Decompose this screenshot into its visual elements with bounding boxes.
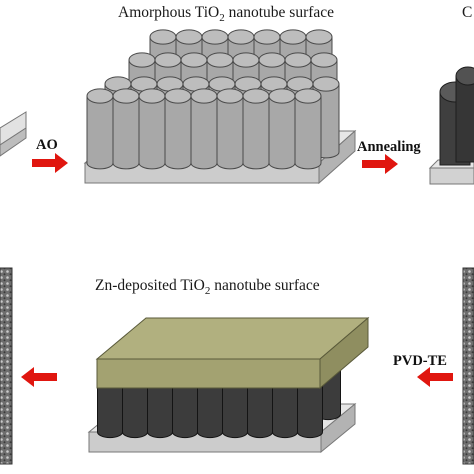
nanotube [294,95,322,170]
amorphous-surface-title: Amorphous TiO2 nanotube surface [118,4,334,24]
nanotube-opening [279,29,307,45]
nanotube-opening [268,88,296,104]
nanotube [86,95,114,170]
nanotube-opening [180,52,208,68]
ao-step-label: AO [36,137,58,153]
nanotube-opening [310,52,338,68]
pvd-te-step-label: PVD-TE [393,353,447,369]
result-arrow [21,367,57,387]
nanotube-opening [149,29,177,45]
nanotube-opening [190,88,218,104]
nanotube-opening [175,29,203,45]
nanotube-opening [128,52,156,68]
nanotube [164,95,192,170]
nanotube-opening [284,52,312,68]
amorphous-nanotube-block [83,29,357,185]
nanotube [112,95,140,170]
zn-deposited-nanotube-block [87,316,370,454]
ao-arrow [32,153,68,173]
nanotube [222,384,248,439]
nanotube [297,384,323,439]
nanotube-opening [216,88,244,104]
nanotube [197,384,223,439]
nanotube-opening [294,88,322,104]
sem-image-right-strip [462,267,474,465]
nanotube [122,384,148,439]
nanotube-opening [258,52,286,68]
nanotube [190,95,218,170]
nanotube-opening [312,76,340,92]
nanotube-opening [227,29,255,45]
nanotube-opening [201,29,229,45]
nanotube-opening [232,52,260,68]
nanotube-opening [154,52,182,68]
nanotube-opening [242,88,270,104]
nanotube [138,95,166,170]
zn-deposited-layer [95,316,370,390]
titanium-substrate-edge [0,111,27,157]
nanotube [247,384,273,439]
crystalline-nanotube-block-partial [428,66,474,185]
nanotube-opening [253,29,281,45]
nanotube [216,95,244,170]
nanotube [242,95,270,170]
nanotube [268,95,296,170]
annealing-step-label: Annealing [357,139,421,155]
nanotube-opening [305,29,333,45]
crystalline-title-fragment: C [462,4,472,21]
nanotube [272,384,298,439]
nanotube [172,384,198,439]
nanotube-opening [164,88,192,104]
amorphous-nanotube-array [86,29,340,170]
sem-image-left-strip [0,267,13,465]
annealing-arrow [362,154,398,174]
nanotube-opening [112,88,140,104]
nanotube [147,384,173,439]
nanotube-opening [138,88,166,104]
nanotube [97,384,123,439]
nanotube-opening [206,52,234,68]
zn-surface-title: Zn-deposited TiO2 nanotube surface [95,277,320,297]
nanotube-opening [86,88,114,104]
pvd-te-arrow [417,367,453,387]
